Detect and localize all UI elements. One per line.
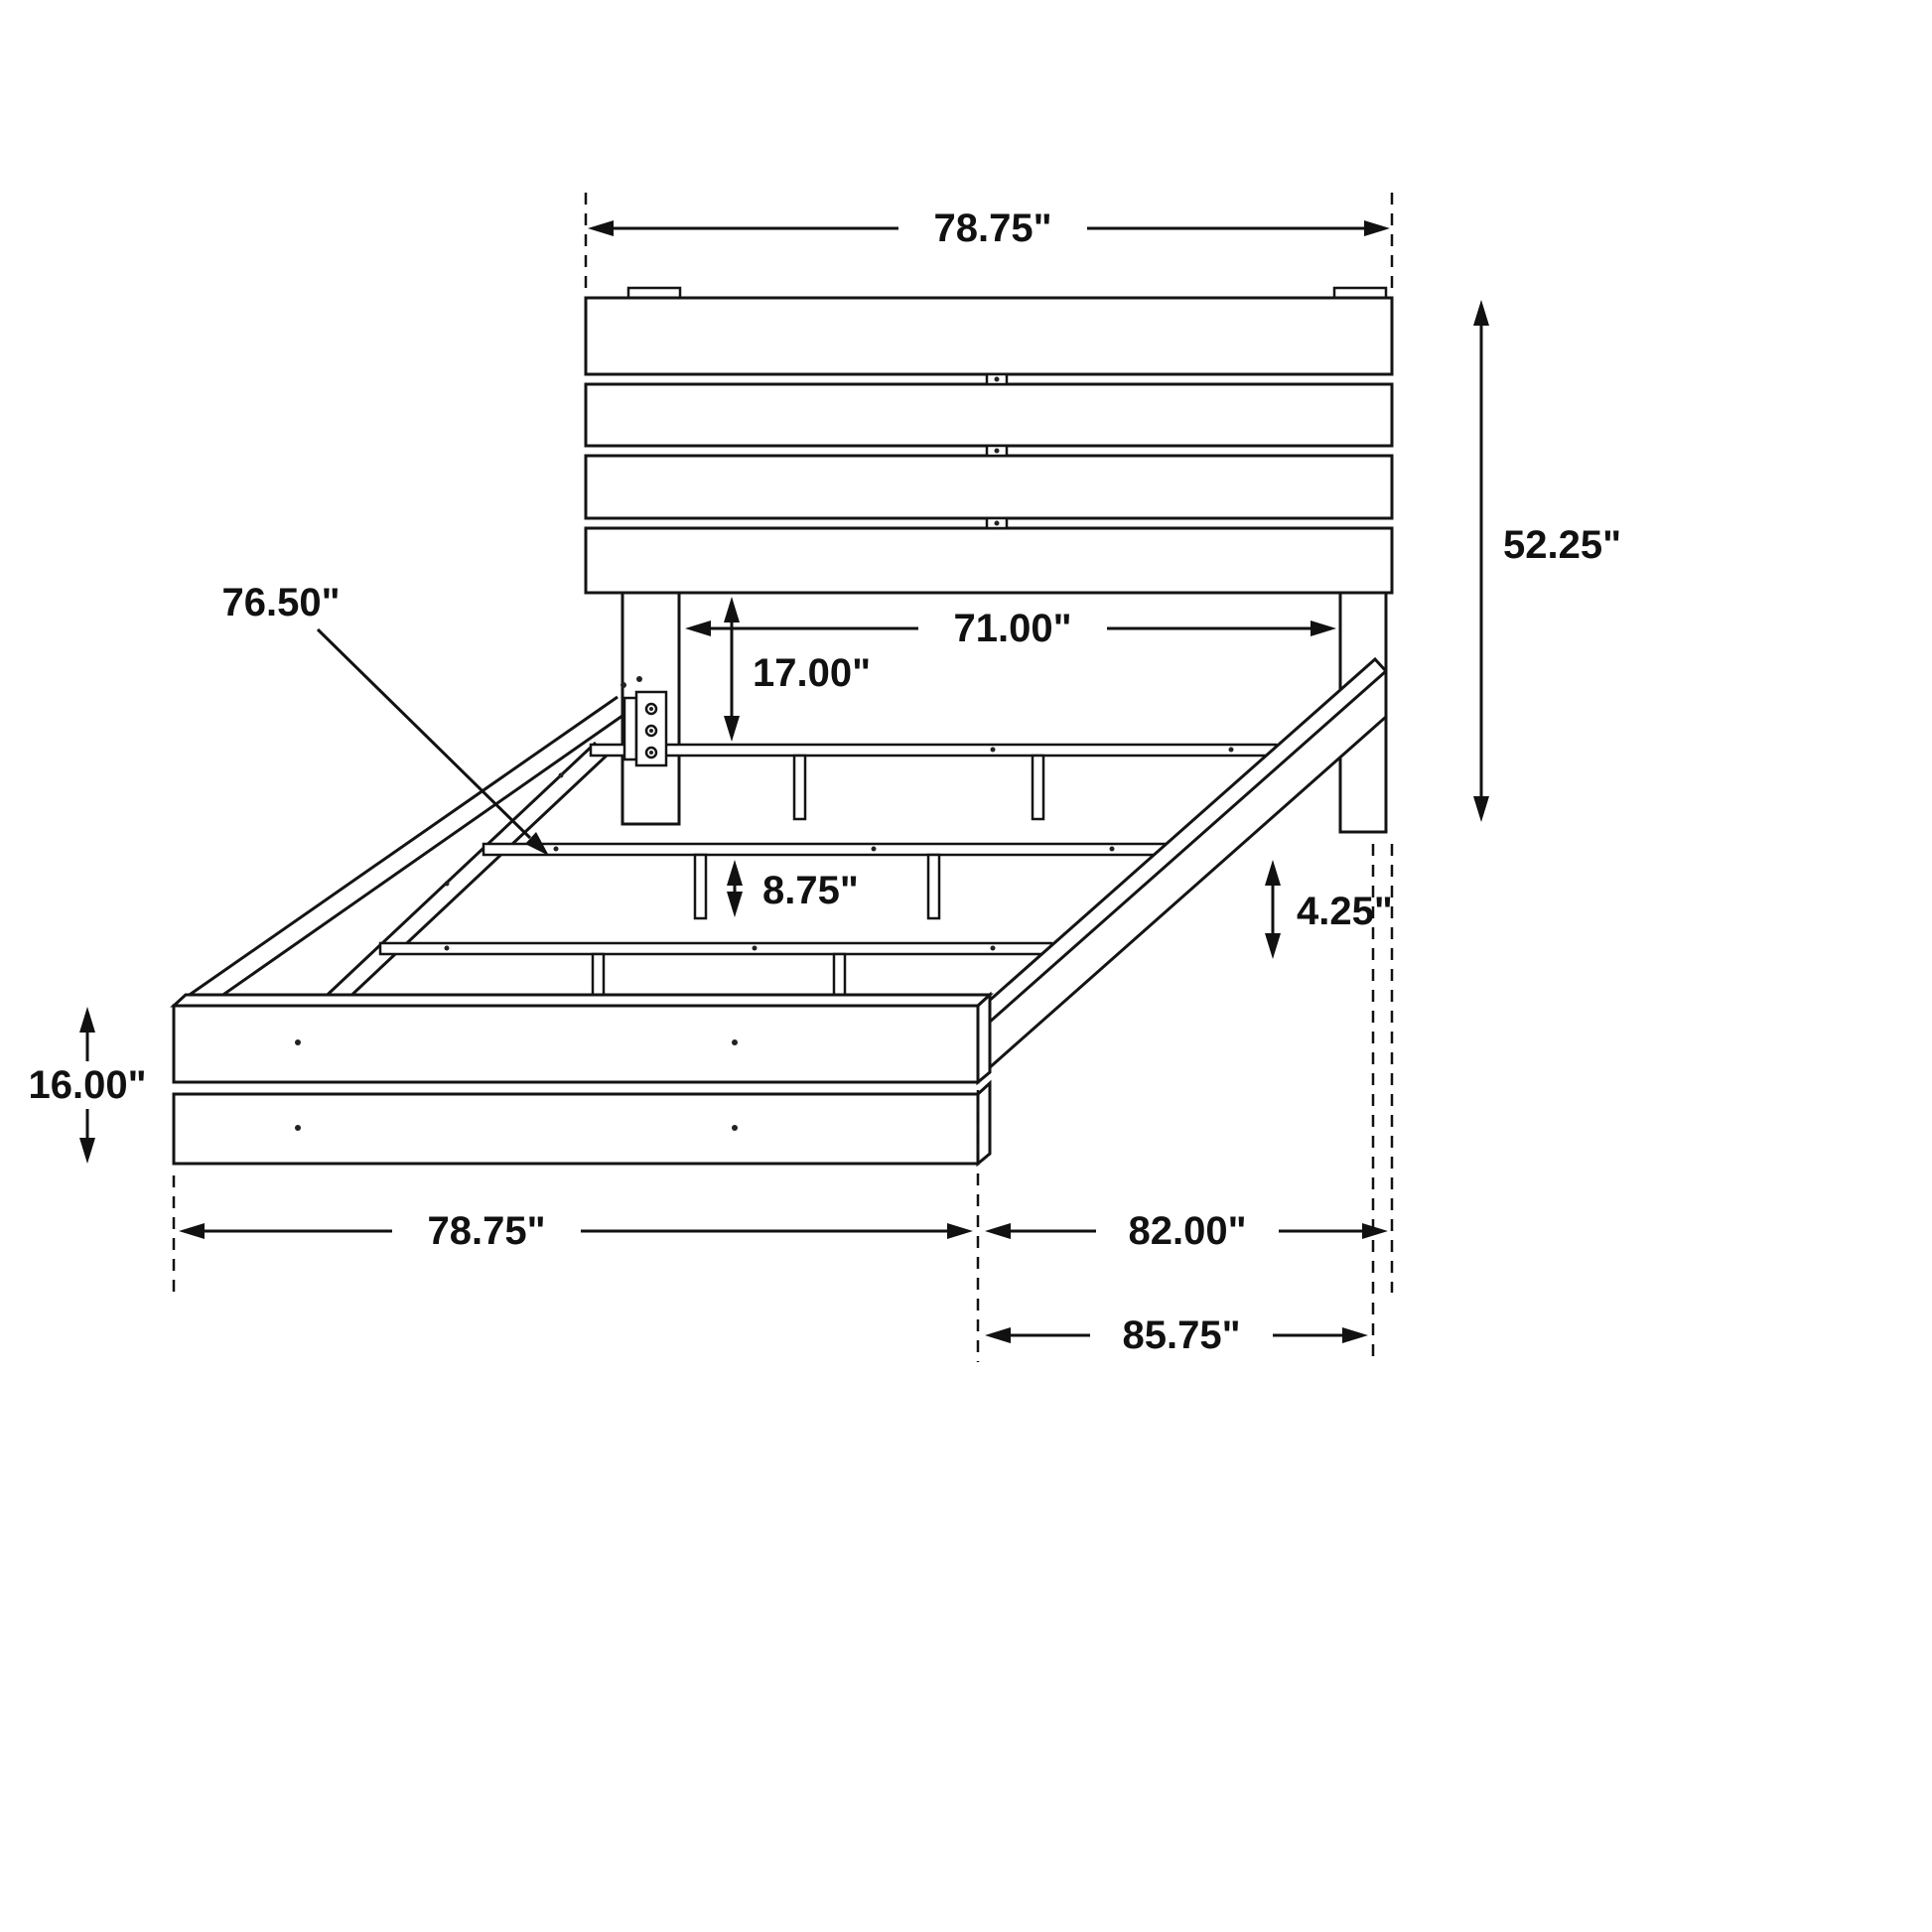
bracket-screw (621, 682, 626, 688)
dim-headboard-to-deck-label: 17.00" (753, 651, 871, 695)
headboard-slat-connectors (985, 372, 1009, 530)
leader-line (316, 627, 532, 840)
interior-rails (173, 695, 630, 1024)
dim-headboard-to-deck: 17.00" (724, 597, 871, 742)
dim-footboard-width: 78.75" (179, 1207, 973, 1255)
headboard-slat-3 (584, 454, 1394, 520)
slat-rail-2-leg (693, 853, 708, 920)
dim-frame-length: 82.00" (985, 1207, 1388, 1255)
dim-headboard-width-label: 78.75" (933, 207, 1051, 250)
headboard-slat-1 (584, 296, 1394, 376)
dim-footboard-height: 16.00" (10, 1007, 165, 1164)
slat-rail-2-leg (926, 853, 941, 920)
dim-footboard-width-label: 78.75" (427, 1209, 545, 1253)
footboard-slab-top (172, 1004, 980, 1084)
dim-center-leg-height: 8.75" (727, 860, 859, 917)
dim-overall-length: 85.75" (985, 1311, 1368, 1359)
footboard-side-face-top (976, 991, 992, 1086)
headboard-slat-2 (584, 382, 1394, 448)
dim-slat-rail-length: 76.50" (221, 581, 549, 856)
left-rail-inner-edge (184, 709, 630, 1024)
dim-frame-length-label: 82.00" (1128, 1209, 1246, 1253)
side-rail-top-edge (988, 669, 1387, 1025)
dim-center-leg-height-label: 8.75" (762, 869, 859, 912)
footboard-side-face-bottom (976, 1079, 992, 1168)
center-support-rail-top (314, 741, 598, 1008)
dim-headboard-height-label: 52.25" (1503, 523, 1621, 567)
headboard (584, 286, 1394, 595)
dim-headboard-width: 78.75" (584, 193, 1394, 294)
mounting-bracket (621, 676, 668, 767)
dim-inner-width: 71.00" (685, 605, 1336, 652)
bracket-screw (636, 676, 642, 682)
dim-rail-floor-clearance: 4.25" (1265, 860, 1430, 959)
slat-rail-1-leg (1031, 754, 1045, 821)
dim-slat-rail-length-label: 76.50" (221, 581, 340, 624)
footboard (170, 991, 994, 1168)
dim-overall-length-label: 85.75" (1122, 1313, 1240, 1357)
headboard-slat-4 (584, 526, 1394, 595)
dim-headboard-height: 52.25" (1473, 300, 1621, 822)
slat-rail-1 (589, 743, 1278, 821)
footboard-top-face (170, 993, 994, 1008)
left-rail-outer-edge (173, 695, 619, 1008)
dim-inner-width-label: 71.00" (953, 607, 1071, 650)
footboard-slab-bottom (172, 1092, 980, 1166)
bracket-flange (622, 696, 638, 761)
dim-rail-floor-clearance-label: 4.25" (1297, 890, 1393, 933)
side-rail (975, 656, 1388, 1072)
center-support-rail-bottom (326, 753, 610, 1020)
slat-rail-1-leg (792, 754, 807, 821)
dim-footboard-height-label: 16.00" (28, 1063, 146, 1107)
